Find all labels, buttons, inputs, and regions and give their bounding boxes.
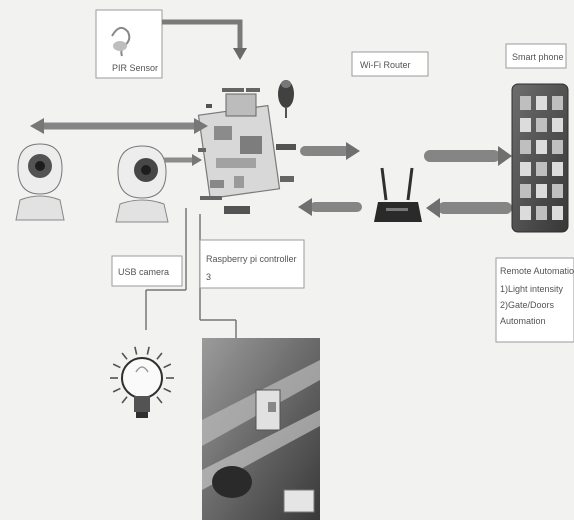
- phone-app-icon: [520, 118, 531, 132]
- feature-title: Remote Automation: [500, 266, 574, 276]
- smartphone-label: Smart phone: [512, 52, 564, 62]
- bulb-ray: [157, 353, 162, 359]
- arrow-router-to-phone: [424, 146, 512, 166]
- pir-sensor-node: PIR Sensor: [96, 10, 162, 78]
- phone-app-icon: [552, 162, 563, 176]
- wifi-router-label-box: Wi-Fi Router: [352, 52, 428, 76]
- bulb-ray: [122, 353, 127, 359]
- phone-app-icon: [536, 96, 547, 110]
- buzzer-component: [278, 80, 294, 118]
- phone-app-icon: [552, 206, 563, 220]
- phone-app-icon: [520, 206, 531, 220]
- usb-camera-box: USB camera: [112, 256, 182, 286]
- phone-app-icon: [520, 96, 531, 110]
- arrow-pir-to-controller: [162, 22, 247, 60]
- phone-app-icon: [552, 140, 563, 154]
- bulb-ray: [122, 397, 127, 403]
- feature-list-box: Remote Automation 1)Light intensity 2)Ga…: [496, 258, 574, 342]
- phone-app-icon: [536, 206, 547, 220]
- arrow-board-to-camera: [30, 118, 208, 134]
- gate-prototype-photo: [202, 338, 320, 520]
- raspberry-controller-label: Raspberry pi controller: [206, 254, 297, 264]
- raspberry-pi-board: [196, 88, 280, 214]
- bulb-ray: [113, 364, 120, 367]
- bulb-ray: [164, 364, 171, 367]
- feature-item-1: 1)Light intensity: [500, 284, 564, 294]
- camera-2: [116, 146, 168, 222]
- camera-1: [16, 144, 64, 220]
- phone-app-icon: [536, 184, 547, 198]
- arrow-router-to-controller: [298, 198, 362, 216]
- phone-app-icon: [520, 184, 531, 198]
- feature-item-3: Automation: [500, 316, 546, 326]
- bulb-ray: [113, 388, 120, 391]
- raspberry-controller-label-line2: 3: [206, 272, 211, 282]
- phone-app-icon: [552, 96, 563, 110]
- arrow-phone-to-router: [426, 198, 512, 218]
- phone-app-icon: [552, 118, 563, 132]
- bulb-ray: [135, 347, 137, 355]
- feature-item-2: 2)Gate/Doors: [500, 300, 555, 310]
- wifi-router-label: Wi-Fi Router: [360, 60, 411, 70]
- smartphone-icon: [512, 84, 568, 232]
- bulb-ray: [164, 388, 171, 391]
- pir-sensor-label: PIR Sensor: [112, 63, 158, 73]
- usb-camera-label: USB camera: [118, 267, 169, 277]
- arrow-controller-to-router: [300, 142, 360, 160]
- light-bulb-icon: [110, 347, 174, 418]
- arrow-camera2-to-controller: [164, 154, 202, 166]
- phone-app-icon: [520, 140, 531, 154]
- phone-app-icon: [520, 162, 531, 176]
- phone-app-icon: [536, 140, 547, 154]
- phone-app-icon: [536, 162, 547, 176]
- smartphone-label-box: Smart phone: [506, 44, 566, 68]
- bulb-ray: [157, 397, 162, 403]
- wifi-router-icon: [374, 168, 422, 222]
- raspberry-controller-box: Raspberry pi controller 3: [200, 240, 304, 288]
- phone-app-icon: [552, 184, 563, 198]
- bulb-ray: [147, 347, 149, 355]
- phone-app-icon: [536, 118, 547, 132]
